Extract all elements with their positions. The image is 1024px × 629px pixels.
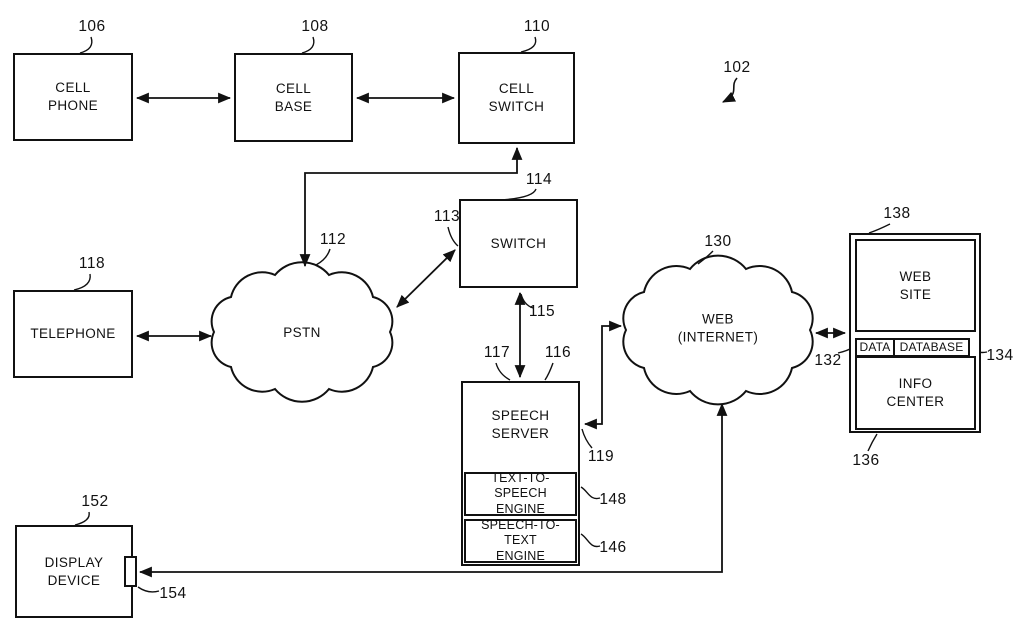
link-speechserver-web: [583, 320, 623, 430]
speech-to-text-engine-box: SPEECH-TO-TEXT ENGINE: [464, 517, 577, 563]
ref-102: 102: [723, 59, 751, 76]
ref-108: 108: [301, 18, 329, 35]
telephone-box: TELEPHONE: [13, 290, 133, 378]
link-pstn-switch: [396, 249, 456, 308]
web-site-box: WEB SITE: [855, 239, 976, 332]
ref-136: 136: [852, 452, 880, 469]
database-box: DATABASE: [893, 338, 970, 357]
ref-130: 130: [704, 233, 732, 250]
cell-base-box: CELL BASE: [234, 53, 353, 142]
ref-115: 115: [528, 303, 556, 320]
info-center-box: INFO CENTER: [855, 356, 976, 430]
text-to-speech-engine-label: TEXT-TO-SPEECH ENGINE: [491, 470, 550, 516]
ref-119: 119: [587, 448, 615, 465]
switch-box: SWITCH: [459, 199, 578, 288]
data-label: DATA: [859, 339, 891, 354]
ref-154: 154: [159, 585, 187, 602]
ref-146: 146: [599, 539, 627, 556]
ref-118: 118: [78, 255, 106, 272]
cell-phone-box: CELL PHONE: [13, 53, 133, 141]
data-box: DATA: [855, 338, 895, 357]
ref-112: 112: [319, 231, 347, 248]
speech-server-box: SPEECH SERVER TEXT-TO-SPEECH ENGINE SPEE…: [461, 381, 580, 566]
web-site-label: WEB SITE: [899, 268, 932, 302]
link-pstn-cellswitch: [299, 146, 523, 268]
ref-114: 114: [525, 171, 553, 188]
system-ref-arrow: [722, 77, 738, 103]
ref-152: 152: [81, 493, 109, 510]
ref-110: 110: [523, 18, 551, 35]
cell-base-label: CELL BASE: [274, 80, 313, 114]
ref-106: 106: [78, 18, 106, 35]
speech-server-label: SPEECH SERVER: [491, 408, 550, 441]
pstn-cloud: [210, 261, 394, 403]
link-display-web: [138, 402, 728, 578]
ref-117: 117: [483, 344, 511, 361]
speech-to-text-engine-label: SPEECH-TO-TEXT ENGINE: [481, 517, 560, 563]
ref-134: 134: [986, 347, 1014, 364]
ref-113: 113: [433, 208, 461, 225]
text-to-speech-engine-box: TEXT-TO-SPEECH ENGINE: [464, 470, 577, 516]
switch-label: SWITCH: [490, 235, 547, 251]
cell-switch-box: CELL SWITCH: [458, 52, 575, 144]
telephone-label: TELEPHONE: [30, 326, 116, 342]
pstn-cloud-label: PSTN: [283, 325, 321, 341]
cell-switch-label: CELL SWITCH: [488, 81, 545, 114]
info-center-label: INFO CENTER: [886, 376, 945, 409]
ref-138: 138: [883, 205, 911, 222]
cell-phone-label: CELL PHONE: [47, 80, 98, 113]
display-device-label: DISPLAY DEVICE: [44, 554, 104, 588]
ref-148: 148: [599, 491, 627, 508]
database-label: DATABASE: [899, 339, 964, 354]
display-device-box: DISPLAY DEVICE: [15, 525, 133, 618]
web-cloud: [622, 254, 814, 406]
ref-116: 116: [544, 344, 572, 361]
ref-132: 132: [814, 352, 842, 369]
leader-lines: [73, 36, 988, 593]
web-cloud-label: WEB (INTERNET): [677, 311, 759, 344]
display-device-port: [124, 556, 137, 587]
